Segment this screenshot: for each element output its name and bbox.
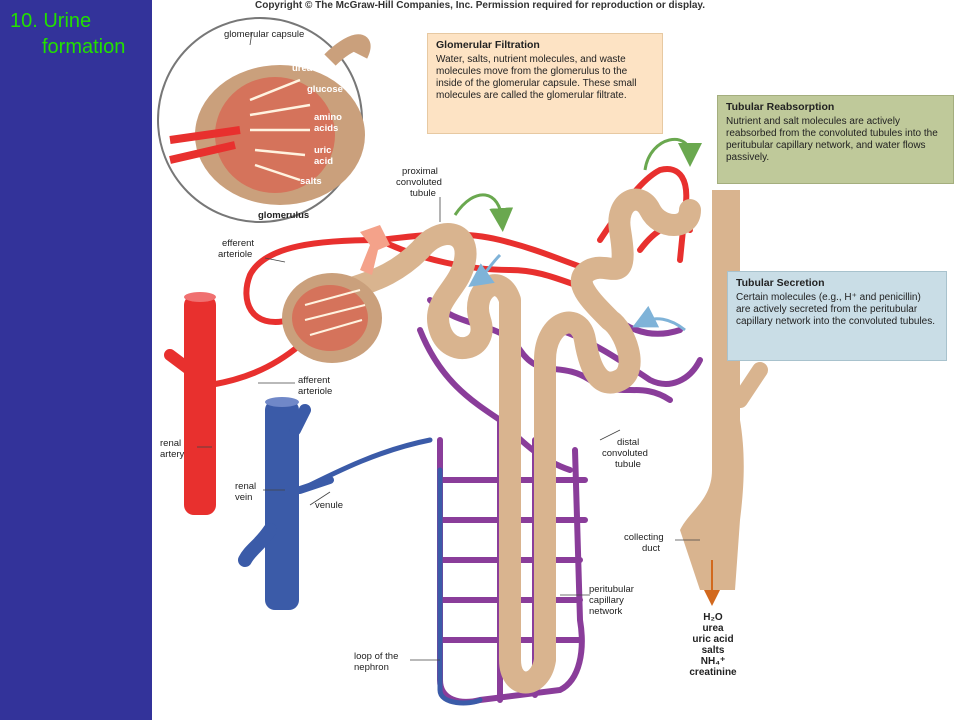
label-glomerular-capsule: glomerular capsule [224,29,304,40]
label-distal-1: distal [617,437,639,448]
urine-component: salts [701,645,725,656]
label-peritubular-1: peritubular [589,584,634,595]
tubular-secretion-box: Tubular Secretion Certain molecules (e.g… [727,271,947,361]
label-proximal-2: convoluted [396,177,442,188]
label-venule: venule [315,500,343,511]
label-renal-artery-2: artery [160,449,185,460]
label-h2o: H₂O [248,52,266,63]
label-distal-2: convoluted [602,448,648,459]
urine-component: urea [702,623,724,634]
label-loop-2: nephron [354,662,389,673]
label-peritubular-3: network [589,606,623,617]
label-afferent-1: afferent [298,375,330,386]
label-efferent-2: arteriole [218,249,252,260]
label-collecting-2: duct [642,543,660,554]
label-salts: salts [300,176,322,187]
glomerular-filtration-text: Water, salts, nutrient molecules, and wa… [436,54,637,101]
label-uric: uric [314,145,331,156]
label-afferent-2: arteriole [298,386,332,397]
label-acid: acid [314,156,333,167]
tubular-secretion-text: Certain molecules (e.g., H⁺ and penicill… [736,292,936,327]
renal-vein [238,397,334,610]
glomerular-filtration-title: Glomerular Filtration [436,39,540,51]
tubular-reabsorption-title: Tubular Reabsorption [726,101,835,113]
label-peritubular-2: capillary [589,595,624,606]
reabsorption-arrow-2 [643,138,702,171]
glomerulus-inset [157,17,371,223]
glomerular-filtration-box: Glomerular Filtration Water, salts, nutr… [427,33,663,134]
label-distal-3: tubule [615,459,641,470]
nephron-tubule [334,188,701,694]
reabsorption-arrow-1 [453,193,514,232]
filtrate-arrow [360,225,390,275]
label-amino: amino [314,112,342,123]
peritubular-capillary-network [417,297,703,705]
label-renal-vein-2: vein [235,492,252,503]
collecting-duct [680,190,768,606]
label-acids: acids [314,123,338,134]
slide-title-line2: formation [42,36,126,58]
label-proximal-1: proximal [402,166,438,177]
slide-title-line1: 10. Urine [10,10,92,32]
label-glucose: glucose [307,84,343,95]
urine-component: NH₄⁺ [700,656,726,667]
label-urea: urea [292,63,313,74]
label-collecting-1: collecting [624,532,664,543]
tubular-reabsorption-text: Nutrient and salt molecules are actively… [726,116,938,163]
urine-components-list: H₂O urea uric acid salts NH₄⁺ creatinine [682,612,744,678]
slide-title: 10. Urine formation [10,8,125,60]
urine-component: creatinine [689,667,737,678]
urine-component: uric acid [692,634,734,645]
label-renal-artery-1: renal [160,438,181,449]
label-loop-1: loop of the [354,651,398,662]
secretion-arrow-1 [468,253,502,287]
tubular-secretion-title: Tubular Secretion [736,277,825,289]
label-renal-vein-1: renal [235,481,256,492]
tubular-reabsorption-box: Tubular Reabsorption Nutrient and salt m… [717,95,954,184]
label-glomerulus: glomerulus [258,210,309,221]
urine-component: H₂O [703,612,723,623]
label-proximal-3: tubule [410,188,436,199]
slide-sidebar [0,0,152,720]
label-efferent-1: efferent [222,238,254,249]
copyright-notice: Copyright © The McGraw-Hill Companies, I… [254,0,706,11]
renal-artery [164,292,216,515]
glomerulus-small [282,273,382,363]
secretion-arrow-2 [632,305,686,332]
